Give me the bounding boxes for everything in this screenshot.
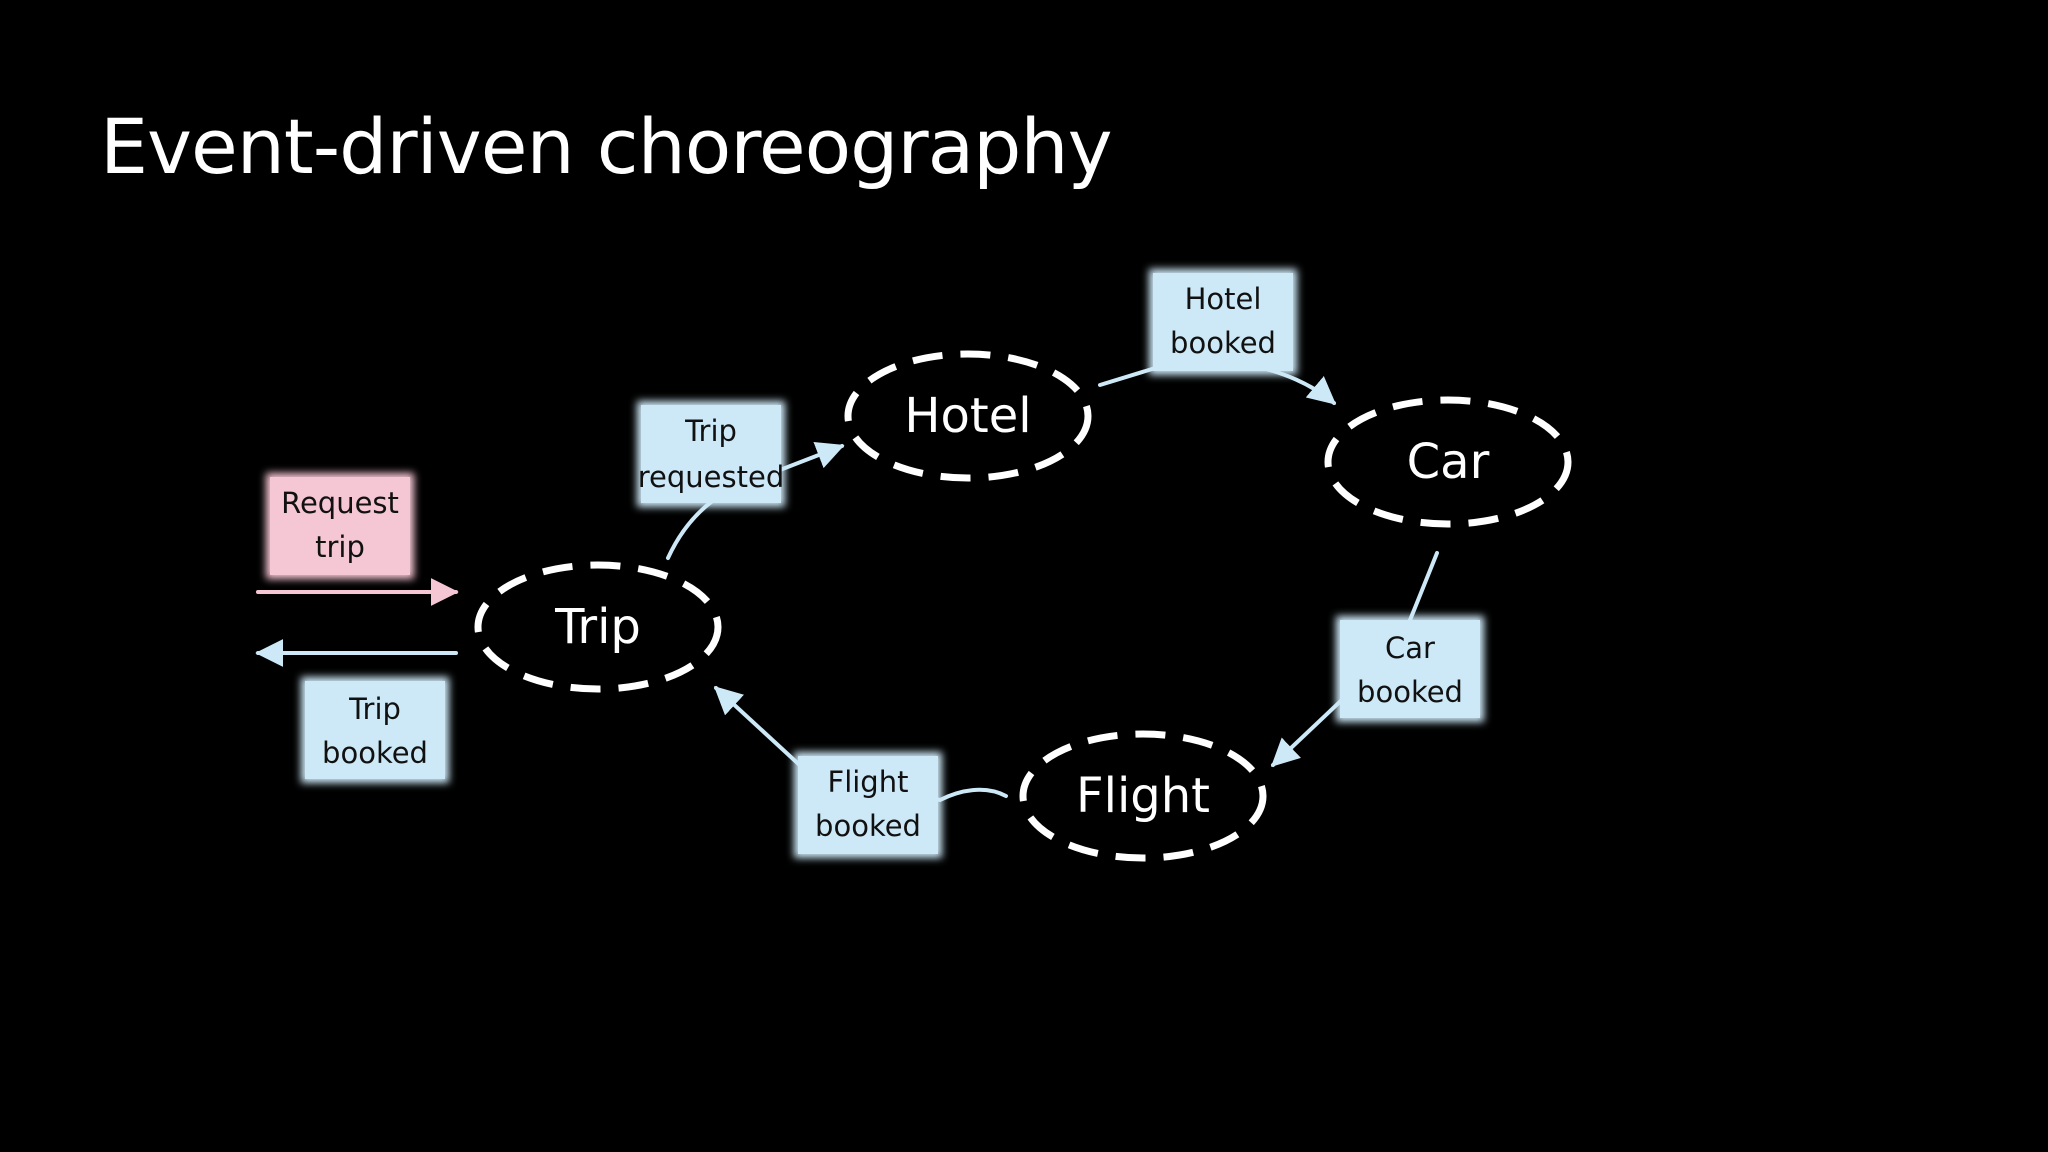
event-request-trip-note	[270, 477, 410, 575]
node-flight-outline	[1019, 730, 1267, 862]
event-trip-requested: Trip requested	[637, 401, 785, 507]
event-trip-booked-line1: Trip	[348, 692, 401, 726]
event-hotel-booked-line2: booked	[1170, 326, 1276, 360]
event-trip-requested-note	[641, 405, 781, 503]
node-car-label: Car	[1407, 434, 1490, 490]
event-flight-booked-note	[798, 756, 938, 854]
node-trip: Trip	[474, 561, 722, 693]
event-request-trip-line1: Request	[281, 486, 399, 520]
event-request-trip: Request trip	[266, 473, 414, 579]
node-flight-label: Flight	[1076, 768, 1210, 824]
event-flight-booked-line1: Flight	[828, 765, 909, 799]
node-car: Car	[1324, 396, 1572, 528]
node-trip-outline	[474, 561, 722, 693]
event-flight-booked: Flight booked	[794, 752, 942, 858]
event-car-booked: Car booked	[1336, 616, 1484, 722]
event-trip-booked-line2: booked	[322, 736, 428, 770]
event-hotel-booked-line1: Hotel	[1185, 282, 1262, 316]
node-trip-label: Trip	[554, 599, 641, 655]
event-car-booked-line1: Car	[1385, 631, 1435, 665]
node-flight: Flight	[1019, 730, 1267, 862]
event-car-booked-note	[1340, 620, 1480, 718]
node-hotel-outline	[844, 350, 1092, 482]
event-car-booked-line2: booked	[1357, 675, 1463, 709]
event-hotel-booked-note	[1153, 273, 1293, 371]
event-trip-requested-line2: requested	[638, 460, 785, 494]
event-trip-booked-note	[305, 681, 445, 779]
node-hotel: Hotel	[844, 350, 1092, 482]
event-flight-booked-line2: booked	[815, 809, 921, 843]
event-hotel-booked: Hotel booked	[1149, 269, 1297, 375]
event-trip-requested-line1: Trip	[684, 414, 737, 448]
node-hotel-label: Hotel	[904, 388, 1031, 444]
slide-title: Event-driven choreography	[100, 102, 1113, 191]
node-car-outline	[1324, 396, 1572, 528]
event-request-trip-line2: trip	[315, 530, 365, 564]
event-trip-booked: Trip booked	[301, 677, 449, 783]
